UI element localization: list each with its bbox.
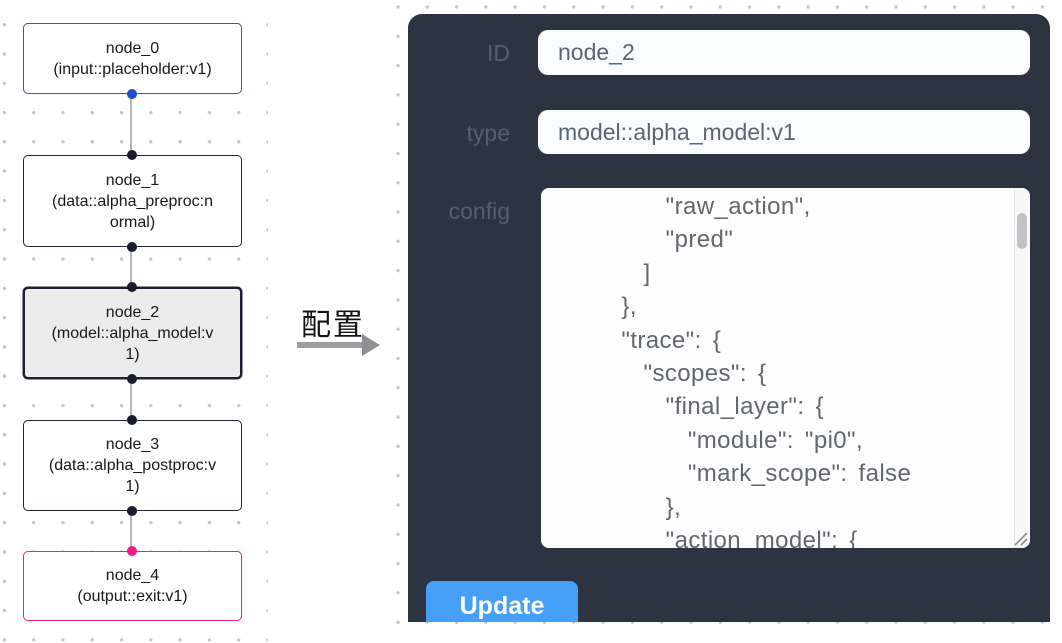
right-arrow-icon xyxy=(297,342,363,348)
edge-node_1-node_2 xyxy=(130,247,132,287)
type-field-label: type xyxy=(466,120,510,146)
config-panel: ID type config "raw_action", "pred" ] },… xyxy=(408,14,1050,622)
config-json-line: ] xyxy=(555,259,651,287)
right-arrow-head-icon xyxy=(362,334,380,356)
node-node_2[interactable]: node_2 (model::alpha_model:v1) xyxy=(23,287,242,379)
type-input[interactable] xyxy=(538,110,1030,154)
scrollbar-thumb[interactable] xyxy=(1017,213,1027,249)
config-json-line: "raw_action", xyxy=(555,193,811,220)
id-input[interactable] xyxy=(538,30,1030,75)
config-json-line: }, xyxy=(555,293,637,321)
node-title: node_4 xyxy=(105,567,160,584)
handle-source-node_0[interactable] xyxy=(127,89,137,99)
edge-node_0-node_1 xyxy=(130,94,132,155)
node-node_0[interactable]: node_0 (input::placeholder:v1) xyxy=(23,23,242,94)
handle-target-node_1[interactable] xyxy=(127,150,137,160)
id-field-label: ID xyxy=(487,40,510,66)
config-json-line: "trace": { xyxy=(555,326,722,354)
node-title: node_3 xyxy=(105,436,160,453)
node-title: node_0 xyxy=(105,39,160,57)
config-json-line: "scopes": { xyxy=(555,360,767,388)
update-button[interactable]: Update xyxy=(426,581,578,622)
node-node_3[interactable]: node_3 (data::alpha_postproc:v1) xyxy=(23,420,242,511)
node-subtitle: (model::alpha_model:v1) xyxy=(51,324,214,363)
handle-source-node_3[interactable] xyxy=(127,506,137,516)
resize-grip-icon[interactable] xyxy=(1009,527,1029,547)
node-title: node_1 xyxy=(105,171,160,189)
config-json-line: "module": "pi0", xyxy=(555,426,864,454)
config-json-line: "pred" xyxy=(555,226,734,254)
node-subtitle: (output::exit:v1) xyxy=(77,588,188,605)
node-subtitle: (data::alpha_postproc:v1) xyxy=(48,457,217,495)
config-field-label: config xyxy=(448,198,510,224)
node-node_1[interactable]: node_1 (data::alpha_preproc:normal) xyxy=(23,155,242,247)
handle-target-node_2[interactable] xyxy=(127,282,137,292)
scrollbar-track[interactable] xyxy=(1014,188,1030,548)
handle-source-node_2[interactable] xyxy=(127,374,137,384)
config-textarea[interactable]: "raw_action", "pred" ] }, "trace": { "sc… xyxy=(541,188,1030,548)
edge-node_3-node_4 xyxy=(130,511,132,551)
handle-target-node_4[interactable] xyxy=(127,546,137,556)
node-subtitle: (data::alpha_preproc:normal) xyxy=(52,192,213,231)
config-json-content: "raw_action", "pred" ] }, "trace": { "sc… xyxy=(541,188,1014,548)
edge-node_2-node_3 xyxy=(130,379,132,420)
config-json-line: "final_layer": { xyxy=(555,393,824,421)
handle-source-node_1[interactable] xyxy=(127,242,137,252)
node-node_4[interactable]: node_4 (output::exit:v1) xyxy=(23,551,242,621)
node-title: node_2 xyxy=(105,303,160,321)
config-json-line: }, xyxy=(555,493,682,521)
node-subtitle: (input::placeholder:v1) xyxy=(53,60,212,78)
handle-target-node_3[interactable] xyxy=(127,415,137,425)
configure-annotation: 配置 xyxy=(301,309,365,342)
config-json-line: "mark_scope": false xyxy=(555,460,912,488)
config-json-line: "action_model": { xyxy=(555,527,858,548)
